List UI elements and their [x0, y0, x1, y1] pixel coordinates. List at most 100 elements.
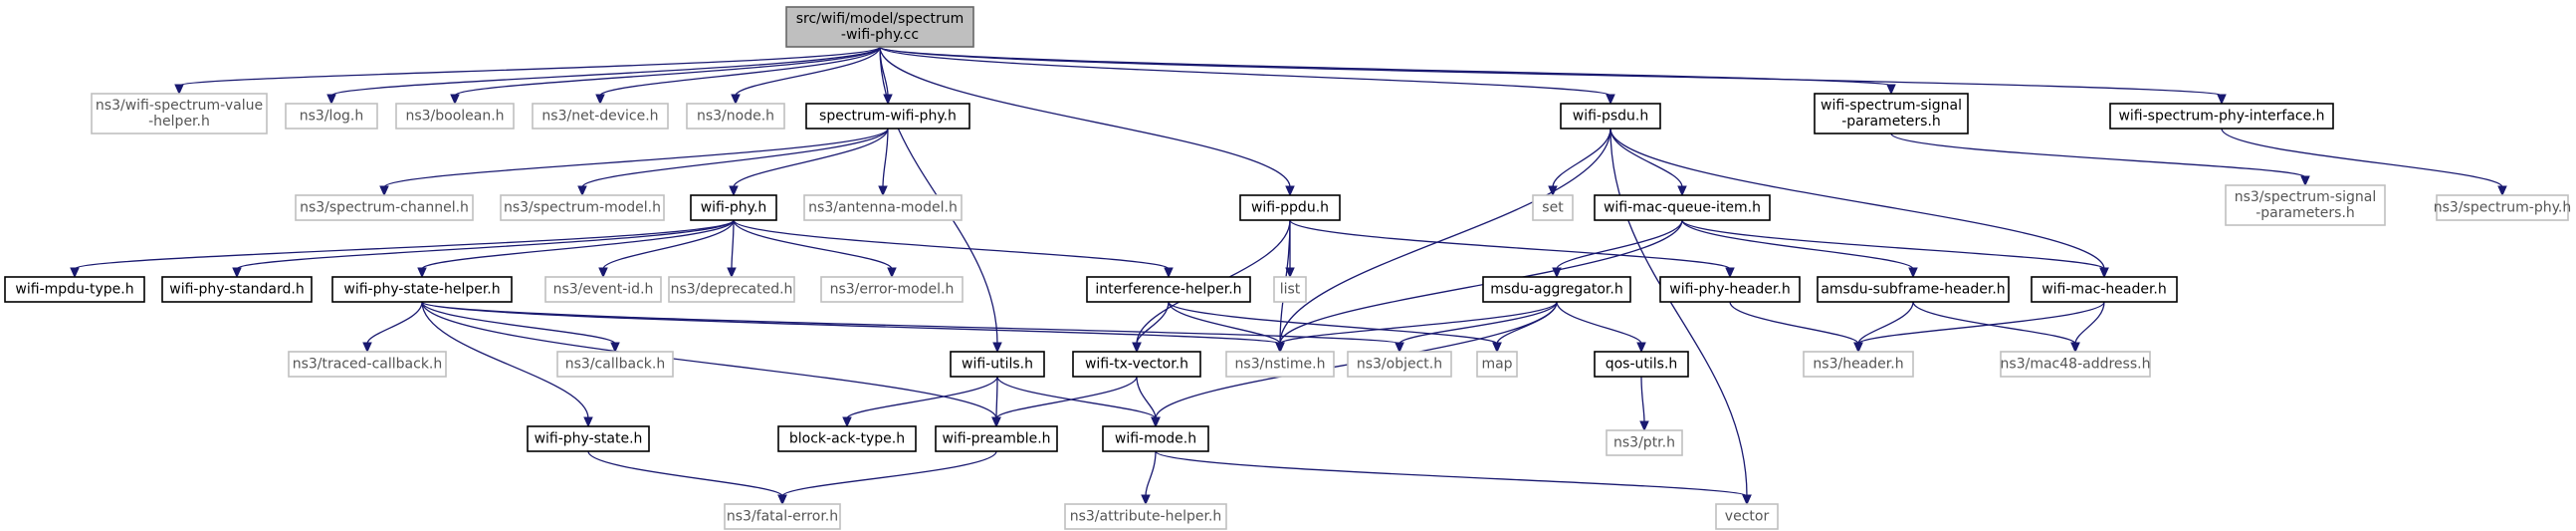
node-n_wifiphy[interactable]: wifi-phy.h [690, 194, 777, 221]
node-box [935, 425, 1058, 452]
node-n_blockack[interactable]: block-ack-type.h [777, 425, 917, 452]
node-n_physstate[interactable]: wifi-phy-state.h [527, 425, 650, 452]
node-label: src/wifi/model/spectrum [796, 11, 965, 27]
node-label: -parameters.h [1841, 114, 1941, 130]
edge-n_txvector-to-n_preamble [991, 376, 1138, 428]
edge-n_amsdu-to-n_mac48 [1912, 301, 2080, 354]
node-label: block-ack-type.h [789, 431, 905, 447]
node-n_mpdutype[interactable]: wifi-mpdu-type.h [4, 276, 145, 303]
node-n_qos[interactable]: qos-utils.h [1594, 351, 1689, 378]
node-label: wifi-mpdu-type.h [15, 282, 133, 298]
node-n_specmodel: ns3/spectrum-model.h [500, 194, 665, 221]
node-n_preamble[interactable]: wifi-preamble.h [935, 425, 1058, 452]
node-label: wifi-phy-header.h [1669, 282, 1790, 298]
graph-edges [70, 46, 2507, 506]
edge-n_psdu-to-n_wmqi [1610, 128, 1687, 197]
node-n_wspi[interactable]: wifi-spectrum-phy-interface.h [2109, 103, 2334, 130]
edge-n_wmqi-to-n_amsdu [1681, 219, 1918, 279]
edge-n_wpsh-to-n_nstime [421, 301, 1285, 354]
node-n_eventid: ns3/event-id.h [544, 276, 662, 303]
node-label: wifi-phy.h [701, 200, 767, 216]
edge-n_utils-to-n_mode [996, 376, 1161, 428]
node-n_interf[interactable]: interference-helper.h [1086, 276, 1251, 303]
node-box [1532, 194, 1574, 221]
node-label: ns3/ptr.h [1613, 435, 1675, 451]
node-n_ppdu[interactable]: wifi-ppdu.h [1239, 194, 1341, 221]
node-label: ns3/nstime.h [1235, 357, 1326, 373]
node-n_header: ns3/header.h [1803, 351, 1914, 378]
node-box [2031, 276, 2178, 303]
node-label: ns3/net-device.h [541, 109, 658, 125]
node-n_psdu[interactable]: wifi-psdu.h [1560, 103, 1661, 130]
node-label: list [1280, 282, 1301, 298]
node-label: wifi-spectrum-phy-interface.h [2118, 109, 2324, 125]
node-label: ns3/spectrum-channel.h [300, 200, 469, 216]
node-box [1594, 194, 1771, 221]
edge-n_amsdu-to-n_header [1853, 301, 1914, 354]
node-label: -parameters.h [2255, 205, 2355, 221]
node-label: interference-helper.h [1095, 282, 1241, 298]
edge-root-to-n_ppdu [879, 46, 1295, 197]
edge-n_wmqi-to-n_macheader [1681, 219, 2109, 279]
edge-n_wpsh-to-n_callback [421, 301, 620, 354]
node-n_utils[interactable]: wifi-utils.h [950, 351, 1045, 378]
edge-n_wifiphy-to-n_interf [733, 219, 1174, 279]
node-n_msdu[interactable]: msdu-aggregator.h [1482, 276, 1631, 303]
node-n_mac48: ns3/mac48-address.h [2000, 351, 2151, 378]
node-box [820, 276, 964, 303]
node-n_wsvh: ns3/wifi-spectrum-value-helper.h [91, 93, 268, 134]
node-n_macheader[interactable]: wifi-mac-header.h [2031, 276, 2178, 303]
node-n_txvector[interactable]: wifi-tx-vector.h [1072, 351, 1201, 378]
node-label: amsdu-subframe-header.h [1821, 282, 2005, 298]
edge-root-to-n_wsvh [174, 46, 881, 96]
node-n_specphy: ns3/spectrum-phy.h [2434, 194, 2571, 221]
node-label: ns3/callback.h [565, 357, 665, 373]
node-root[interactable]: src/wifi/model/spectrum-wifi-phy.cc [785, 6, 974, 48]
edge-n_swp-to-n_antenna [878, 128, 889, 197]
node-label: ns3/event-id.h [553, 282, 654, 298]
edge-n_wifiphy-to-n_wpsh [417, 219, 735, 279]
node-n_wmqi[interactable]: wifi-mac-queue-item.h [1594, 194, 1771, 221]
edge-n_interf-to-n_map [1168, 301, 1502, 354]
node-label: ns3/attribute-helper.h [1070, 509, 1222, 525]
node-label: set [1542, 200, 1564, 216]
node-n_fatal: ns3/fatal-error.h [724, 503, 841, 530]
node-n_vector: vector [1715, 503, 1779, 530]
node-box [2000, 351, 2151, 378]
node-n_mode[interactable]: wifi-mode.h [1102, 425, 1209, 452]
node-label: vector [1725, 509, 1770, 525]
node-label: ns3/antenna-model.h [808, 200, 958, 216]
node-n_phyheader[interactable]: wifi-phy-header.h [1659, 276, 1801, 303]
edge-n_wifiphy-to-n_mpdutype [70, 219, 735, 279]
node-box [1225, 351, 1335, 378]
node-n_swp[interactable]: spectrum-wifi-phy.h [805, 103, 970, 130]
edge-n_wifiphy-to-n_errmodel [733, 219, 897, 279]
node-label: ns3/error-model.h [830, 282, 955, 298]
node-n_wpsh[interactable]: wifi-phy-state-helper.h [331, 276, 513, 303]
edge-n_wpsh-to-n_physstate [421, 301, 593, 428]
edge-n_wifiphy-to-n_deprecated [727, 219, 737, 279]
node-box [331, 276, 513, 303]
node-box [1347, 351, 1452, 378]
edge-n_macheader-to-n_mac48 [2070, 301, 2105, 354]
node-label: wifi-ppdu.h [1251, 200, 1329, 216]
node-n_phystd[interactable]: wifi-phy-standard.h [161, 276, 313, 303]
node-box [1476, 351, 1518, 378]
node-n_wssp[interactable]: wifi-spectrum-signal-parameters.h [1814, 93, 1969, 134]
node-label: wifi-phy-state-helper.h [343, 282, 500, 298]
node-n_amsdu[interactable]: amsdu-subframe-header.h [1817, 276, 2010, 303]
edge-n_swp-to-n_wifiphy [729, 128, 889, 197]
edge-n_wpsh-to-n_tracedcb [362, 301, 423, 354]
node-n_set: set [1532, 194, 1574, 221]
node-box [527, 425, 650, 452]
node-box [532, 103, 669, 130]
node-box [1803, 351, 1914, 378]
edge-n_msdu-to-n_qos [1556, 301, 1646, 354]
node-n_errmodel: ns3/error-model.h [820, 276, 964, 303]
node-label: wifi-phy-standard.h [169, 282, 304, 298]
node-box [1086, 276, 1251, 303]
node-box [91, 93, 268, 134]
node-label: map [1481, 357, 1512, 373]
edge-n_msdu-to-n_nstime [1275, 301, 1558, 354]
node-n_map: map [1476, 351, 1518, 378]
